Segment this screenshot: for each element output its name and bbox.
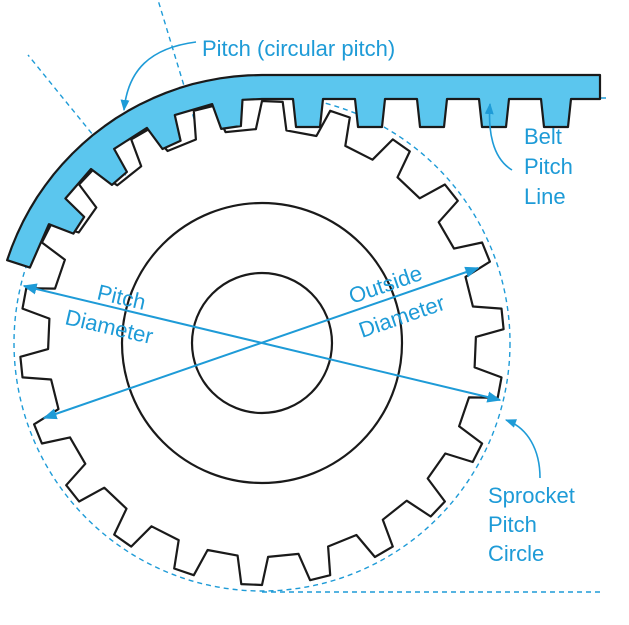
belt-pitch-line-label-2: Pitch (524, 154, 573, 179)
sprocket-pitch-circle-label-2: Pitch (488, 512, 537, 537)
sprocket-pitch-circle-label-1: Sprocket (488, 483, 575, 508)
sprocket-pitch-circle-label-3: Circle (488, 541, 544, 566)
timing-belt (6, 73, 602, 269)
pitch-label: Pitch (circular pitch) (202, 36, 395, 61)
sprocket-pitch-circle-leader (504, 419, 541, 479)
pitch-construction-line-right (157, 0, 263, 344)
belt-pitch-line-label-3: Line (524, 184, 566, 209)
pitch-leader-arrow (120, 41, 197, 112)
pitch-construction-line-left (27, 54, 263, 344)
belt-pitch-line-leader (484, 102, 513, 171)
outside-diameter-arrow (42, 266, 480, 420)
sprocket-pitch-circle (13, 94, 511, 592)
belt-pitch-line-label-1: Belt (524, 124, 562, 149)
